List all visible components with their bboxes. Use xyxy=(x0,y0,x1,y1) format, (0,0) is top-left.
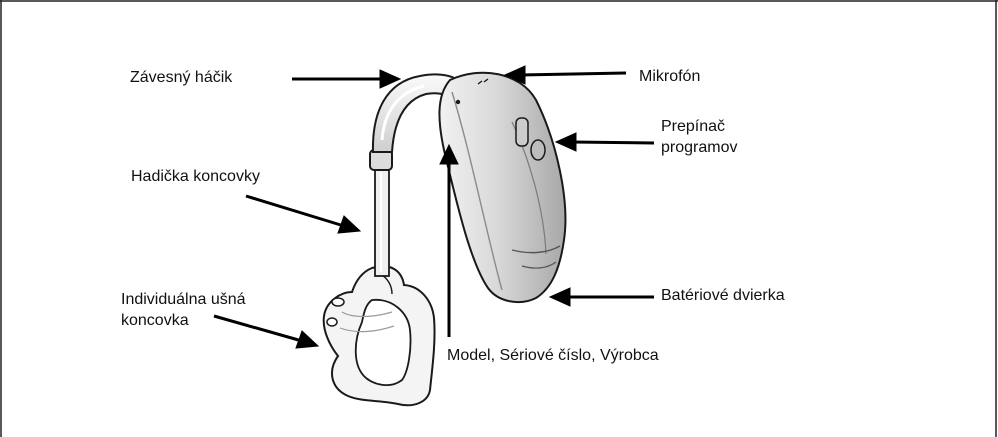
arrow-switch xyxy=(572,142,654,143)
label-microphone: Mikrofón xyxy=(639,66,700,87)
label-ear-mold-line-1: Individuálna ušná xyxy=(121,289,246,310)
label-battery-door: Batériové dvierka xyxy=(661,285,785,306)
arrow-tube xyxy=(246,196,344,226)
label-model-serial-manufacturer: Model, Sériové číslo, Výrobca xyxy=(447,345,659,366)
ear-mold xyxy=(324,266,435,405)
hearing-aid-body xyxy=(439,73,565,302)
label-ear-mold: Individuálna ušná koncovka xyxy=(121,289,246,331)
label-hook: Závesný háčik xyxy=(130,67,232,88)
arrows xyxy=(214,66,654,348)
label-program-switch: Prepínač programov xyxy=(661,116,737,158)
label-program-switch-line-1: Prepínač xyxy=(661,116,737,137)
label-ear-mold-line-2: koncovka xyxy=(121,310,246,331)
label-program-switch-line-2: programov xyxy=(661,137,737,158)
tube xyxy=(370,150,392,276)
arrow-microphone xyxy=(520,73,626,75)
label-tube: Hadička koncovky xyxy=(131,166,260,187)
